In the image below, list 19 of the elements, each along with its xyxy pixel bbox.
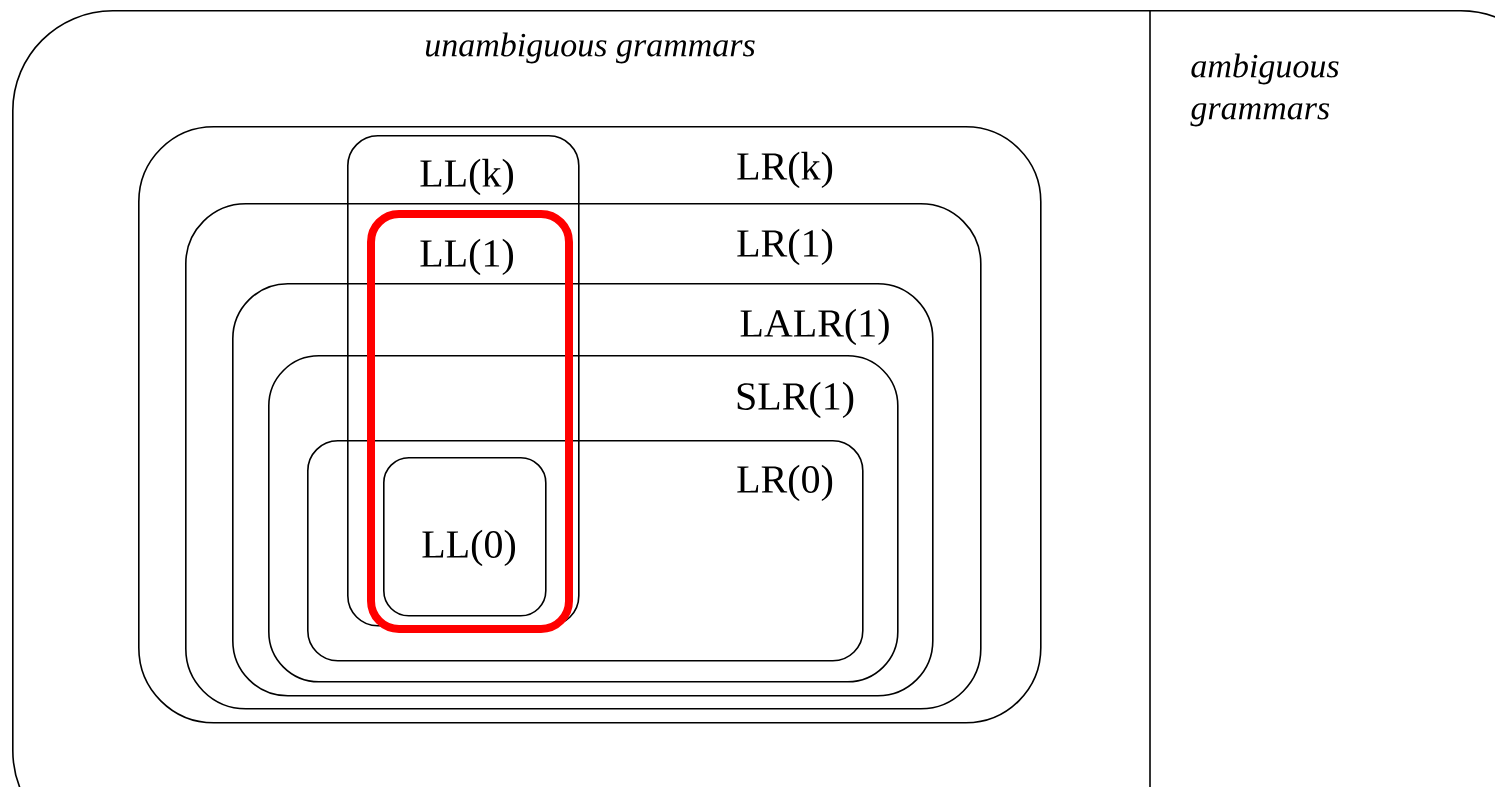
region-label: ambiguous grammars xyxy=(1190,53,1339,127)
class-label: LL(k) xyxy=(420,158,514,196)
class-box xyxy=(185,203,982,710)
class-label: LR(0) xyxy=(737,464,833,502)
class-label: LR(1) xyxy=(737,228,833,266)
class-box xyxy=(347,135,580,627)
class-label: LALR(1) xyxy=(740,308,889,346)
class-box xyxy=(232,283,934,697)
class-box xyxy=(138,126,1042,724)
class-box xyxy=(383,457,547,617)
region-label: unambiguous grammars xyxy=(425,32,755,64)
class-label: LL(0) xyxy=(422,529,516,567)
class-label: SLR(1) xyxy=(737,381,854,419)
region-box xyxy=(12,9,1495,787)
class-label: LR(k) xyxy=(737,151,833,189)
class-box xyxy=(307,440,864,662)
class-box xyxy=(367,210,573,633)
class-box xyxy=(268,355,899,683)
class-label: LL(1) xyxy=(420,238,514,276)
